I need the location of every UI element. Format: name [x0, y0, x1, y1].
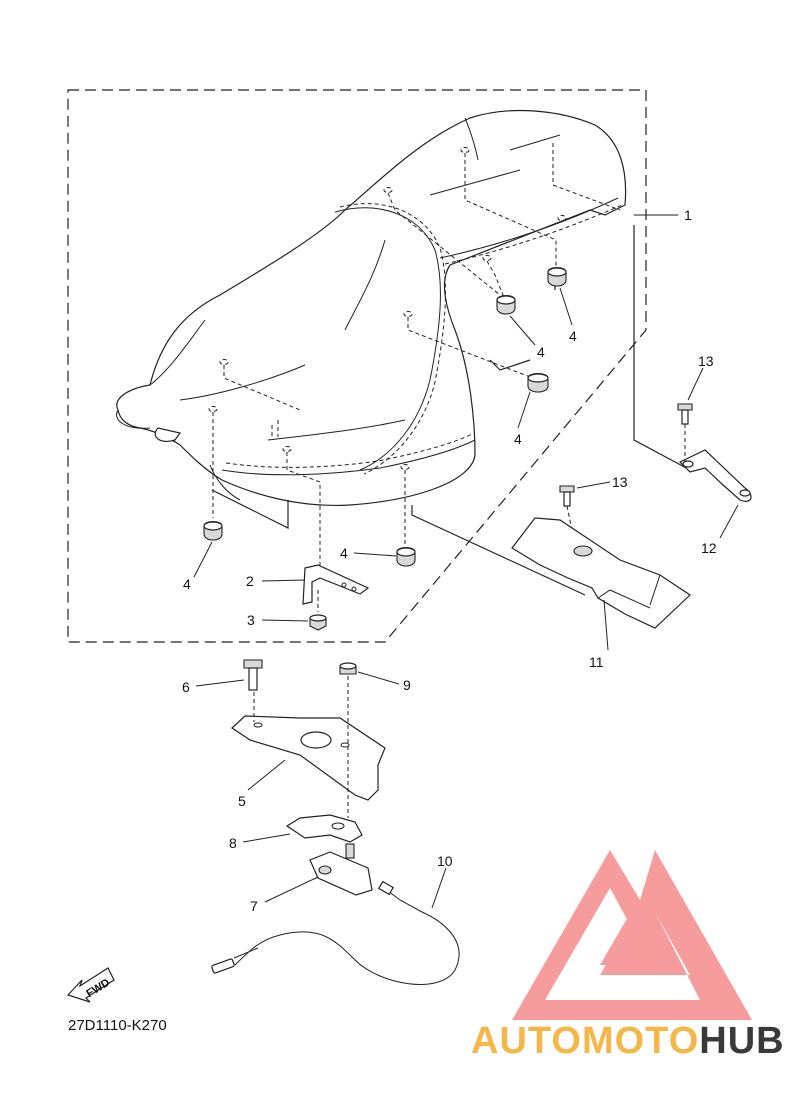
- diagram-code: 27D1110-K270: [68, 1017, 167, 1034]
- callout-4-upper-right: 4: [569, 328, 577, 344]
- latch-part-8: [285, 814, 363, 843]
- callout-3: 3: [247, 612, 255, 628]
- grommet-4-lower-left: [203, 520, 223, 541]
- hook-part-12: [678, 449, 752, 502]
- callout-6: 6: [182, 679, 190, 695]
- callout-11: 11: [589, 654, 604, 670]
- callout-12: 12: [701, 540, 717, 556]
- callout-5: 5: [238, 793, 246, 809]
- callout-4-upper-mid: 4: [537, 344, 545, 360]
- bolt-part-13-mid: [559, 485, 575, 507]
- callout-8: 8: [229, 835, 237, 851]
- callout-7: 7: [250, 898, 258, 914]
- watermark-text: AUTOMOTOHUB: [471, 1020, 785, 1062]
- callout-4-lower-left: 4: [183, 576, 191, 592]
- grommet-4-upper-mid: [496, 294, 516, 315]
- grommet-4-upper-right: [547, 266, 567, 287]
- plate-part-5: [231, 715, 386, 801]
- fwd-arrow-icon: FWD: [66, 967, 115, 1003]
- bracket-part-2: [302, 564, 370, 605]
- callout-2: 2: [246, 573, 254, 589]
- leader-lines: [193, 214, 739, 909]
- watermark-logo: [512, 850, 752, 1020]
- cable-part-10: [211, 880, 460, 985]
- callout-13-mid: 13: [612, 474, 628, 490]
- plate-part-11: [511, 517, 691, 629]
- callout-4-lower-right: 4: [340, 545, 348, 561]
- callout-4-middle: 4: [514, 431, 522, 447]
- nut-part-3: [309, 614, 327, 631]
- nut-part-9: [339, 662, 357, 675]
- grommet-4-lower-right: [396, 546, 416, 567]
- seat-hole-markers: [208, 147, 567, 470]
- lock-part-7: [309, 843, 373, 896]
- callout-9: 9: [403, 677, 411, 693]
- callout-1: 1: [684, 207, 692, 223]
- alignment-lines: [212, 143, 621, 612]
- seat: [116, 109, 627, 507]
- callout-13-right: 13: [698, 353, 714, 369]
- grommet-parts: [203, 266, 567, 567]
- grommet-4-middle: [527, 372, 549, 393]
- assembly-boundary: [67, 89, 647, 643]
- reference-lines: [211, 225, 691, 596]
- bolt-part-13-right: [677, 403, 693, 425]
- bolt-part-6: [243, 659, 263, 691]
- callout-10: 10: [437, 853, 453, 869]
